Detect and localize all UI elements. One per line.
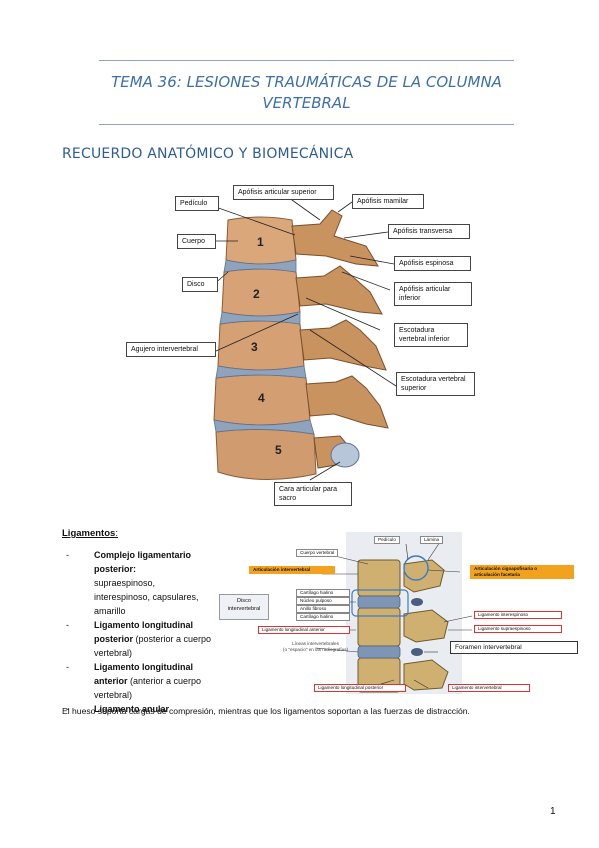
label-lineas-line1: Líneas intervertebrales [292,641,339,646]
label-apofisis-articular-inferior: Apófisis articular inferior [394,282,472,306]
list-item: Ligamento longitudinal posterior (poster… [62,618,212,660]
label-ligamento-longitudinal-posterior: Ligamento longitudinal posterior [314,684,406,692]
vertebra-number-3: 3 [251,340,258,354]
label-cuerpo: Cuerpo [177,234,216,249]
label-pediculo-2: Pedículo [374,536,400,544]
ligament-illustration [308,532,473,694]
label-cartilago-hialino-2: Cartílago hialino [296,613,350,621]
label-disco-line1: Disco [237,598,251,604]
ligament-figure [218,530,576,700]
disc-4 [213,419,315,435]
list-item: Ligamento longitudinal anterior (anterio… [62,660,212,702]
ligamentos-list: Complejo ligamentario posterior: supraesp… [62,548,212,716]
label-foramen-intervertebral: Foramen intervertebral [450,641,578,654]
section-discs [357,595,401,659]
list-item-bold: Ligamento longitudinal anterior [94,662,193,686]
vertebra-number-4: 4 [258,391,265,405]
vertebra-number-5: 5 [275,443,282,457]
label-articulacion-cigoapofisaria-line2: articulación facetaria [474,572,520,577]
ligamentos-heading: Ligamentos: [62,528,118,539]
list-item: Ligamento anular [62,702,212,716]
header-top-rule [99,60,514,61]
label-articulacion-cigoapofisaria: Articulación cigoapofisaria o articulaci… [470,565,574,579]
ligamentos-heading-colon: : [115,528,118,539]
label-agujero-intervertebral: Agujero intervertebral [126,342,216,357]
section-posterior-elements [403,559,449,691]
list-item-text: supraespinoso, interespinoso, capsulares… [94,578,199,616]
label-disco: Disco [182,277,218,292]
spine-figure: 1 2 3 4 5 [120,180,480,510]
label-cartilago-hialino-1: Cartílago hialino [296,589,350,597]
label-escotadura-vertebral-superior: Escotadura vertebral superior [396,372,475,396]
page-title: TEMA 36: LESIONES TRAUMÁTICAS DE LA COLU… [99,72,514,114]
posterior-elements [291,209,389,469]
label-ligamento-longitudinal-anterior: Ligamento longitudinal anterior [258,626,350,634]
label-lineas-line2: (o "espacio" en las radiografías) [283,647,349,652]
section-title: RECUERDO ANATÓMICO Y BIOMECÁNICA [62,146,354,162]
section-foramina [411,598,423,656]
page-title-line1: TEMA 36: LESIONES TRAUMÁTICAS DE LA COLU… [111,73,502,91]
list-item-bold: Complejo ligamentario posterior: [94,550,192,574]
section-vertebral-bodies [357,559,401,693]
label-articulacion-intervertebral: Articulación intervertebral [249,566,335,574]
label-lamina: Lámina [420,536,444,544]
list-item: Complejo ligamentario posterior: supraesp… [62,548,212,618]
list-item-text: (posterior a cuerpo vertebral) [94,634,212,658]
facet-highlight-circle [403,555,429,581]
disc-3 [215,365,307,379]
label-cuerpo-vertebral: Cuerpo vertebral [296,549,339,557]
vertebra-body-5 [215,428,317,481]
ligamentos-heading-text: Ligamentos [62,528,116,539]
vertebra-body-2 [221,268,301,317]
page-title-line2: VERTEBRAL [262,94,351,112]
label-lineas-intervertebrales: Líneas intervertebrales (o "espacio" en … [283,641,348,653]
label-pediculo: Pedículo [175,196,219,211]
label-apofisis-articular-superior: Apófisis articular superior [233,185,334,200]
label-apofisis-espinosa: Apófisis espinosa [394,256,471,271]
label-nucleo-pulposo: Núcleo pulposo [296,597,350,605]
disc-2 [219,311,301,325]
label-apofisis-mamilar: Apófisis mamilar [352,194,424,209]
label-ligamento-intervertebral: Ligamento intervertebral [448,684,530,692]
list-item-bold: Ligamento anular [94,704,170,714]
label-apofisis-transversa: Apófisis transversa [388,224,470,239]
disc-highlight-rect [351,589,409,617]
intervertebral-discs [213,259,315,435]
list-item-bold: Ligamento longitudinal posterior [94,620,193,644]
vertebra-number-2: 2 [253,287,260,301]
vertebral-bodies [213,216,317,481]
sacral-facet [330,442,360,468]
vertebra-body-3 [217,320,305,371]
vertebra-number-1: 1 [257,235,264,249]
list-item-text: (anterior a cuerpo vertebral) [94,676,202,700]
label-cara-articular-sacro: Cara articular para sacro [274,482,352,506]
header-bottom-rule [99,124,514,125]
label-disco-line2: intervertebral [227,606,261,612]
leader-lines [209,194,397,481]
spine-illustration: 1 2 3 4 5 [209,194,397,481]
label-articulacion-cigoapofisaria-line1: Articulación cigoapofisaria o [474,566,538,571]
label-escotadura-vertebral-inferior: Escotadura vertebral inferior [394,323,468,347]
page-number: 1 [550,806,556,817]
label-ligamento-interespinoso: Ligamento interespinoso [474,611,562,619]
disc-1 [223,259,297,273]
body-text-bone-loads: El hueso soporta cargas de compresión, m… [62,706,470,716]
label-disco-intervertebral: Disco intervertebral [219,594,269,620]
label-anillo-fibroso: Anillo fibroso [296,605,350,613]
label-ligamento-supraespinoso: Ligamento supraespinoso [474,625,562,633]
